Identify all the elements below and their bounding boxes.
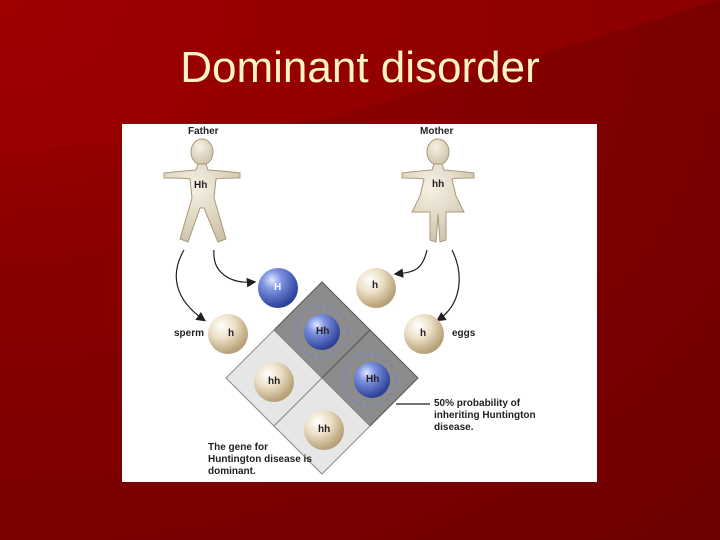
arrow-to-sperm-h: [176, 250, 204, 320]
arrow-to-egg-h-top: [396, 250, 427, 274]
mother-label: Mother: [420, 126, 453, 138]
probability-note: 50% probability of inheriting Huntington…: [434, 398, 544, 434]
sperm-h-label: h: [228, 328, 234, 340]
dominance-note: The gene for Huntington disease is domin…: [208, 442, 318, 478]
egg-h-top-label: h: [372, 280, 378, 292]
punnett-figure-panel: Father Mother Hh hh sperm eggs H h h h H…: [122, 124, 597, 482]
slide-title: Dominant disorder: [0, 40, 720, 96]
offspring-Hh-right-label: Hh: [366, 374, 379, 386]
offspring-hh-left-label: hh: [268, 376, 280, 388]
arrow-to-sperm-H: [214, 250, 254, 282]
egg-h-right-label: h: [420, 328, 426, 340]
offspring-Hh-top-label: Hh: [316, 326, 329, 338]
sperm-H-label: H: [274, 282, 281, 294]
father-genotype: Hh: [194, 180, 207, 192]
sperm-label: sperm: [174, 328, 204, 340]
arrow-to-egg-h-right: [438, 250, 459, 320]
eggs-label: eggs: [452, 328, 475, 340]
mother-genotype: hh: [432, 179, 444, 191]
father-label: Father: [188, 126, 219, 138]
offspring-hh-bottom-label: hh: [318, 424, 330, 436]
